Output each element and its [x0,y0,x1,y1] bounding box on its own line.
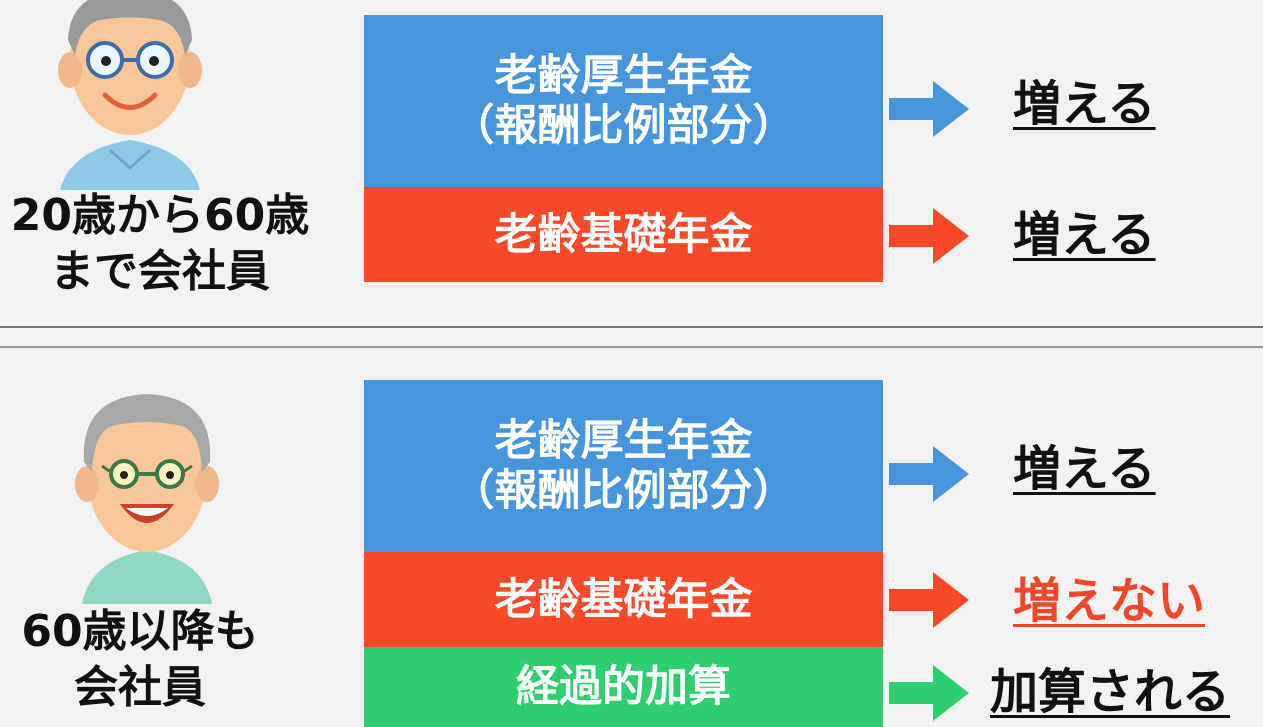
pension-box-label: （報酬比例部分） [451,101,796,151]
pension-box-basic: 老齢基礎年金 [364,552,883,647]
arrow-right-icon [889,572,969,628]
middle-aged-man-illustration [58,0,202,190]
result-text: 増える [1013,207,1156,263]
arrow-right-icon [889,665,969,721]
pension-box-label: （報酬比例部分） [451,466,796,516]
person-label-line: 20歳から60歳 [10,190,310,241]
person-label-line: まで会社員 [50,246,270,297]
arrow-right-icon [889,446,969,502]
arrow-right-icon [889,208,969,264]
pension-box-employee: 老齢厚生年金 （報酬比例部分） [364,380,883,552]
pension-box-employee: 老齢厚生年金 （報酬比例部分） [364,15,883,187]
result-text: 増える [1013,76,1156,132]
pension-box-label: 老齢厚生年金 [494,51,753,101]
section-divider [0,326,1263,328]
result-text: 加算される [990,664,1231,720]
pension-box-basic: 老齢基礎年金 [364,187,883,282]
person-label-line: 会社員 [74,662,206,713]
pension-box-transitional-addition: 経過的加算 [364,647,883,727]
person-label: 60歳以降も 会社員 [0,604,310,716]
pension-box-label: 老齢基礎年金 [494,209,753,260]
person-label-line: 60歳以降も [21,606,259,657]
pension-box-label: 老齢厚生年金 [494,416,753,466]
pension-box-label: 老齢基礎年金 [494,574,753,625]
person-label: 20歳から60歳 まで会社員 [0,188,350,300]
result-text: 増える [1013,441,1156,497]
arrow-right-icon [889,81,969,137]
pension-box-label: 経過的加算 [516,662,731,712]
result-text-warning: 増えない [1013,573,1206,629]
section-divider [0,346,1263,348]
elderly-man-illustration [75,394,219,604]
